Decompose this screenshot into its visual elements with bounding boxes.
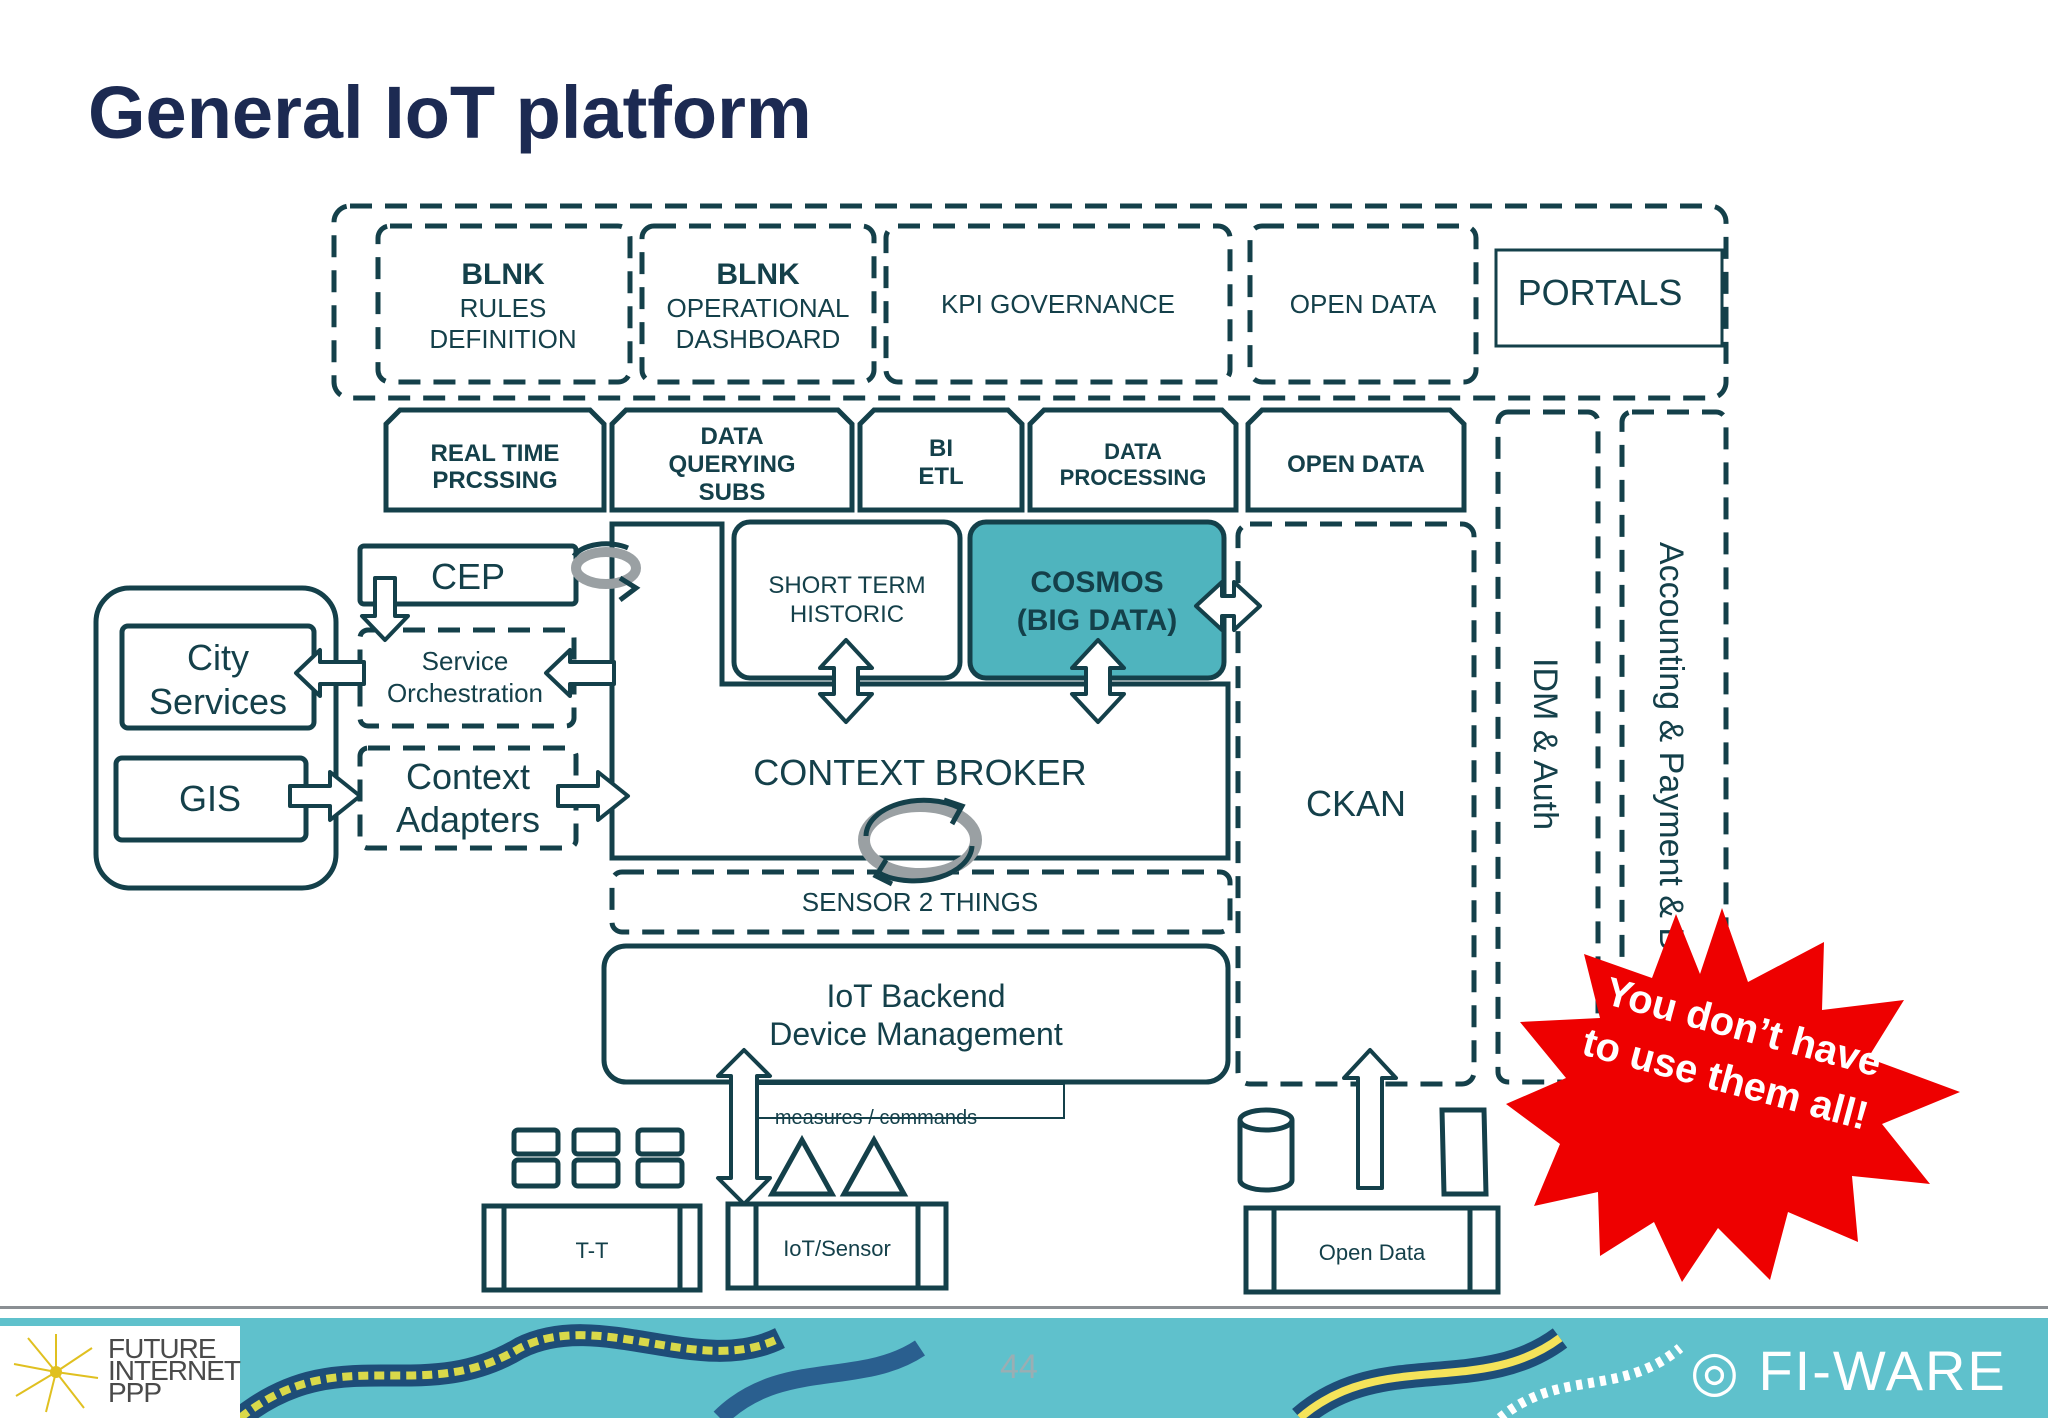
cep-down-arrow [360, 576, 410, 642]
iot-sensor-box [725, 1201, 949, 1291]
blnk-rules-box [375, 223, 633, 385]
data-querying-tab [609, 407, 855, 513]
short-term-historic-label-2: HISTORIC [790, 601, 904, 628]
logo-line-2: INTERNET [108, 1355, 241, 1386]
cosmos-label-2: (BIG DATA) [1017, 604, 1178, 637]
data-querying-label-1: DATA [700, 423, 763, 450]
short-term-double-arrow [818, 638, 874, 724]
ckan-label: CKAN [1306, 783, 1406, 824]
kpi-governance-label: KPI GOVERNANCE [941, 289, 1175, 319]
document-icon [1439, 1107, 1489, 1197]
data-processing-label-2: PROCESSING [1060, 465, 1207, 490]
backend-sensor-arrow [716, 1048, 772, 1206]
footer-banner: FUTURE INTERNET PPP 44 ◎ FI-WARE [0, 1318, 2048, 1418]
cosmos-label-1: COSMOS [1030, 566, 1163, 599]
short-term-historic-label-1: SHORT TERM [768, 572, 925, 599]
blnk-dashboard-line2: OPERATIONAL [666, 293, 849, 323]
data-processing-tab [1027, 407, 1239, 513]
open-data-source-box [1243, 1205, 1501, 1295]
gis-label: GIS [179, 778, 241, 819]
orch-to-city-arrow [294, 648, 366, 698]
iot-backend-label-1: IoT Backend [826, 978, 1005, 1014]
sensor2things-label: SENSOR 2 THINGS [802, 887, 1038, 917]
fiware-swirl-icon: ◎ [1690, 1339, 1741, 1402]
broker-cycle-icon [858, 797, 982, 887]
blnk-rules-line2: RULES [460, 293, 547, 323]
fiware-logo: ◎ FI-WARE [1690, 1338, 2007, 1404]
context-adapters-label-1: Context [406, 756, 530, 797]
open-data-portal-box [1247, 223, 1479, 385]
idm-auth-box [1495, 409, 1601, 1085]
context-adapters-label-2: Adapters [396, 799, 540, 840]
service-orchestration-label-2: Orchestration [387, 678, 543, 708]
open-data-tab [1245, 407, 1467, 513]
client-apps-box [93, 585, 339, 891]
iot-architecture-diagram: BLNK RULES DEFINITION BLNK OPERATIONAL D… [93, 203, 1960, 1295]
data-querying-label-3: SUBS [699, 479, 766, 506]
city-services-label-2: Services [149, 681, 287, 722]
accounting-label: Accounting & Payment & B [1652, 542, 1690, 950]
open-data-up-arrow [1342, 1048, 1398, 1190]
adapters-to-broker-arrow [556, 770, 630, 822]
blnk-rules-title: BLNK [461, 258, 545, 291]
blnk-dashboard-box [639, 223, 877, 385]
blnk-dashboard-title: BLNK [716, 258, 800, 291]
kpi-governance-box [883, 223, 1233, 385]
open-data-tab-label: OPEN DATA [1287, 451, 1425, 478]
iot-sensor-label: IoT/Sensor [783, 1236, 891, 1261]
portals-label: PORTALS [1518, 272, 1683, 313]
data-querying-label-2: QUERYING [668, 451, 795, 478]
real-time-tab [383, 407, 607, 513]
city-services-label-1: City [187, 637, 249, 678]
portals-box [1494, 248, 1724, 348]
bi-etl-tab [857, 407, 1025, 513]
cosmos-double-arrow [1070, 638, 1126, 724]
real-time-label-2: PRCSSING [432, 467, 557, 494]
real-time-label-1: REAL TIME [431, 440, 560, 467]
gis-to-adapters-arrow [288, 770, 362, 822]
service-orchestration-label-1: Service [422, 646, 509, 676]
starburst-callout [1506, 908, 1960, 1282]
iot-backend-box [601, 943, 1231, 1085]
data-processing-label-1: DATA [1104, 439, 1162, 464]
cep-cycle-icon [571, 541, 641, 602]
future-internet-logo: FUTURE INTERNET PPP [0, 1326, 241, 1418]
open-data-source-label: Open Data [1319, 1240, 1426, 1265]
tt-device-icons [511, 1127, 685, 1189]
idm-auth-label: IDM & Auth [1526, 658, 1564, 830]
page-title: General IoT platform [88, 71, 812, 154]
logo-line-3: PPP [108, 1377, 162, 1408]
footer-divider [0, 1306, 2048, 1309]
broker-to-orch-arrow [544, 648, 616, 698]
context-broker-box [609, 521, 1231, 861]
bi-etl-label-1: BI [929, 435, 953, 462]
measures-label: measures / commands [775, 1107, 977, 1129]
sunburst-icon [13, 1334, 99, 1413]
context-broker-label: CONTEXT BROKER [753, 752, 1086, 793]
tt-label: T-T [576, 1238, 609, 1263]
page-number: 44 [1000, 1348, 1038, 1386]
portals-container [331, 203, 1729, 401]
cep-label: CEP [431, 556, 505, 597]
blnk-rules-line3: DEFINITION [429, 324, 576, 354]
blnk-dashboard-line3: DASHBOARD [676, 324, 841, 354]
iot-backend-label-2: Device Management [769, 1016, 1063, 1052]
fiware-logo-text: FI-WARE [1758, 1339, 2007, 1402]
decorative-waves [233, 1324, 1684, 1418]
logo-line-1: FUTURE [108, 1333, 217, 1364]
database-icon [1237, 1107, 1295, 1193]
tt-box [481, 1203, 703, 1293]
open-data-portal-label: OPEN DATA [1290, 289, 1437, 319]
sensor-triangle-icons [767, 1134, 909, 1197]
bi-etl-label-2: ETL [918, 463, 963, 490]
cosmos-ckan-arrow [1194, 580, 1262, 632]
